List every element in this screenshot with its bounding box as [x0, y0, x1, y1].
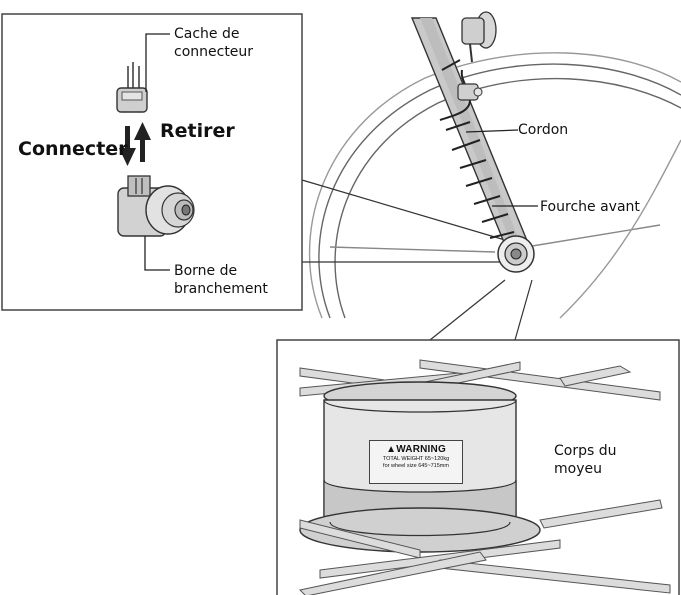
cord	[439, 59, 515, 239]
warning-title: WARNING	[396, 444, 446, 455]
remove-label: Retirer	[160, 120, 235, 142]
arrow-up-icon	[134, 122, 151, 140]
hub-body-illustration	[298, 359, 671, 595]
zoom-lines	[301, 179, 533, 341]
headlamp	[461, 11, 497, 63]
arrow-down-icon	[119, 148, 136, 166]
terminal-illustration	[117, 175, 195, 237]
connector-cover-label: Cache de connecteur	[174, 25, 253, 61]
connector-cover-line1: Cache de	[174, 26, 240, 42]
front-wheel	[308, 52, 681, 319]
hub-body-label: Corps du moyeu	[554, 442, 617, 478]
warning-line1: TOTAL WEIGHT 65~120kg	[382, 456, 450, 462]
warning-sticker: ▲WARNING TOTAL WEIGHT 65~120kg for wheel…	[369, 440, 463, 484]
hub-body-line1: Corps du	[554, 443, 617, 459]
inset-leader-lines	[144, 33, 170, 271]
connect-label: Connecter	[18, 138, 128, 160]
reflector-bracket	[457, 83, 483, 101]
front-fork-label: Fourche avant	[540, 199, 640, 215]
terminal-line2: branchement	[174, 281, 268, 297]
connector-cover-illustration	[116, 62, 148, 113]
hub-small	[497, 235, 535, 273]
terminal-line1: Borne de	[174, 263, 238, 279]
connector-inset-frame	[1, 13, 303, 311]
warning-line2: for wheel size 645~715mm	[383, 463, 449, 469]
connect-remove-arrows	[119, 122, 151, 166]
connector-cover-line2: connecteur	[174, 44, 254, 60]
cord-label: Cordon	[518, 122, 569, 138]
hub-body-line2: moyeu	[554, 461, 602, 477]
front-fork	[410, 11, 531, 253]
warning-triangle-icon: ▲	[386, 444, 397, 455]
terminal-label: Borne de branchement	[174, 262, 268, 298]
